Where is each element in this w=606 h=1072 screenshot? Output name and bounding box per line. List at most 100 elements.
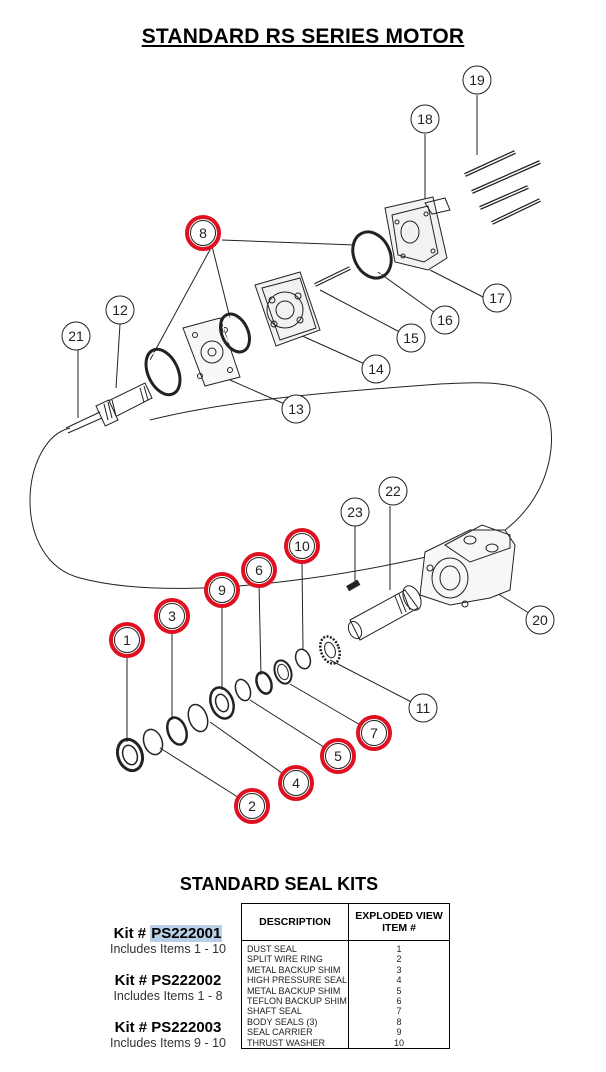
kit-ps222001-number[interactable]: PS222001 [150,925,223,942]
kit-ps222003-includes: Includes Items 9 - 10 [109,1036,227,1050]
row-description: METAL BACKUP SHIM [241,985,349,997]
kit-ps222002: Kit # PS222002 Includes Items 1 - 8 [102,972,234,1003]
callout-16: 16 [430,305,460,335]
callout-2: 2 [234,788,270,824]
table-row: THRUST WASHER 10 [241,1037,450,1049]
table-row: HIGH PRESSURE SEAL 4 [241,975,450,986]
row-description: SEAL CARRIER [241,1027,349,1038]
callout-label: 10 [294,538,310,554]
row-item-number: 8 [396,1016,402,1027]
row-description: SHAFT SEAL [241,1006,349,1017]
row-item-number: 4 [396,975,402,986]
page-title: STANDARD RS SERIES MOTOR [141,25,465,48]
callout-13: 13 [281,394,311,424]
table-row: TEFLON BACKUP SHIM 6 [241,996,450,1007]
kit-ps222001-includes: Includes Items 1 - 10 [109,942,227,956]
row-description: DUST SEAL [241,940,349,955]
kit-ps222001[interactable]: Kit # PS222001 Includes Items 1 - 10 [102,925,234,956]
callout-17: 17 [482,283,512,313]
gerotor-part-14 [254,271,321,347]
callout-15: 15 [396,323,426,353]
row-item-number: 7 [396,1006,402,1017]
drive-shaft-part-12 [65,382,153,434]
table-row: SPLIT WIRE RING 2 [241,954,450,965]
seal-kit-table-header: DESCRIPTION EXPLODED VIEW ITEM # [241,903,450,941]
callout-10: 10 [284,528,320,564]
row-item-number: 1 [396,944,402,954]
table-row: DUST SEAL 1 [241,940,450,955]
kit-ps222003-number: PS222003 [151,1019,222,1036]
leader-lines [29,95,552,807]
callout-label: 21 [68,328,84,344]
key-part-23 [346,579,361,592]
plate-part-13 [182,317,241,387]
callout-label: 8 [199,225,207,241]
seal-stack [115,648,312,773]
callout-label: 2 [248,798,256,814]
row-description: BODY SEALS (3) [241,1016,349,1028]
callout-label: 7 [370,725,378,741]
row-item-number: 10 [393,1037,404,1048]
kit-ps222001-name: Kit # PS222001 [113,925,223,942]
callout-3: 3 [154,598,190,634]
callout-label: 12 [112,302,128,318]
callout-20: 20 [525,605,555,635]
callout-18: 18 [410,104,440,134]
kit-ps222003-name: Kit # PS222003 [114,1019,222,1036]
kit-ps222002-name: Kit # PS222002 [114,972,222,989]
seal-kit-table: DESCRIPTION EXPLODED VIEW ITEM # DUST SE… [241,903,450,1050]
callout-7: 7 [356,715,392,751]
callout-21: 21 [61,321,91,351]
callout-1: 1 [109,622,145,658]
o-ring-16 [351,230,393,280]
callout-label: 22 [385,483,401,499]
row-item-number: 5 [396,985,402,996]
callout-label: 13 [288,401,304,417]
callout-label: 15 [403,330,419,346]
callout-14: 14 [361,354,391,384]
callout-22: 22 [378,476,408,506]
thrust-washer-11 [319,635,341,665]
callout-label: 16 [437,312,453,328]
callout-12: 12 [105,295,135,325]
row-item-number: 6 [396,996,402,1007]
row-item-number: 9 [396,1027,402,1038]
callout-11: 11 [408,693,438,723]
o-ring-8b [144,347,182,397]
table-row: SEAL CARRIER 9 [241,1027,450,1038]
seal-kits-title: STANDARD SEAL KITS [179,874,379,894]
kit-ps222002-number: PS222002 [151,972,222,989]
callout-4: 4 [278,765,314,801]
row-description: HIGH PRESSURE SEAL [241,975,349,986]
o-ring-8a [218,312,252,354]
row-item-number: 3 [396,964,402,975]
callout-label: 3 [168,608,176,624]
callout-label: 11 [416,700,431,716]
table-row: SHAFT SEAL 7 [241,1006,450,1017]
description-header: DESCRIPTION [241,903,349,941]
callout-6: 6 [241,552,277,588]
callout-8: 8 [185,215,221,251]
callout-label: 18 [417,111,433,127]
callout-label: 17 [489,290,505,306]
callout-label: 14 [368,361,384,377]
row-item-number: 2 [396,954,402,965]
callout-label: 19 [469,72,485,88]
callout-5: 5 [320,738,356,774]
table-row: BODY SEALS (3) 8 [241,1016,450,1028]
output-shaft-part-22 [347,585,422,641]
callout-label: 6 [255,562,263,578]
callout-label: 4 [292,775,300,791]
callout-19: 19 [462,65,492,95]
row-description: THRUST WASHER [241,1037,349,1049]
kit-ps222003: Kit # PS222003 Includes Items 9 - 10 [102,1019,234,1050]
housing-part-20 [419,524,516,608]
end-cover-part [384,196,451,271]
row-description: TEFLON BACKUP SHIM [241,996,349,1007]
row-description: SPLIT WIRE RING [241,954,349,965]
callout-label: 20 [532,612,548,628]
